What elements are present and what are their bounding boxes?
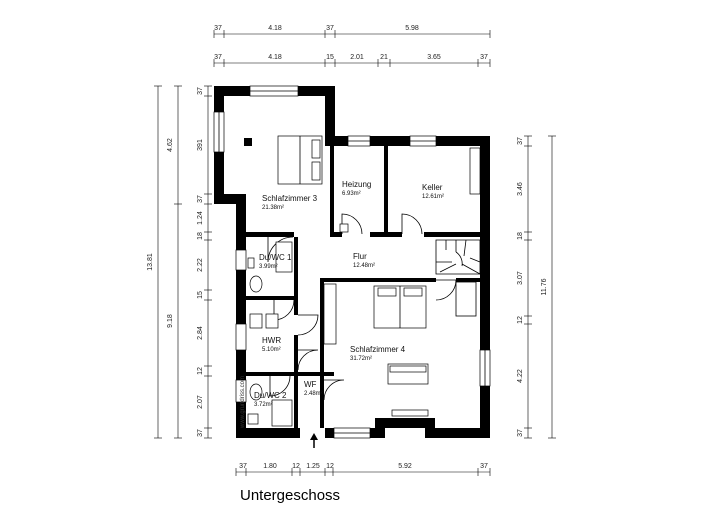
doors [267,213,457,401]
dim-label: 391 [197,139,204,151]
room-area: 5.10m² [262,347,281,353]
room-name: Du/WC 2 [254,391,287,400]
dim-label: 11.76 [541,278,548,295]
right-dimension-total: 11.76 [541,135,556,439]
room-name: HWR [262,336,281,345]
left-dimension-detail: 37 391 37 1.24 18 2.22 15 2.84 12 2.07 3… [197,85,212,439]
page-title: Untergeschoss [240,487,340,504]
dim-label: 18 [517,232,524,240]
windows [213,85,491,439]
dim-label: 2.22 [197,258,204,272]
room-labels: Schlafzimmer 3 21.38m² Heizung 6.93m² Ke… [254,180,444,408]
room-area: 31.72m² [350,356,372,362]
right-dimension-detail: 37 3.46 18 3.07 12 4.22 37 [517,135,532,439]
dim-label: 12 [326,463,334,470]
room-name: Keller [422,183,443,192]
dim-label: 1.24 [197,211,204,225]
room-area: 3.99m² [259,264,278,270]
dim-label: 4.18 [268,54,282,61]
dim-label: 37 [239,463,247,470]
room-name: Du/WC 1 [259,253,292,262]
dim-label: 37 [517,137,524,145]
room-area: 3.72m² [254,402,273,408]
dim-label: 2.01 [350,54,364,61]
room-area: 21.38m² [262,205,284,211]
dim-label: 37 [214,25,222,32]
dim-label: 4.62 [167,138,174,152]
left-dimension-total: 13.81 [147,85,162,439]
dim-label: 1.25 [306,463,320,470]
furniture [244,135,481,427]
top-dimension-row-1: 37 4.18 37 5.98 [213,25,491,38]
dim-label: 5.92 [398,463,412,470]
dim-label: 37 [197,87,204,95]
room-area: 12.48m² [353,263,375,269]
room-name: Schlafzimmer 4 [350,345,406,354]
room-name: Heizung [342,180,371,189]
room-name: WF [304,380,317,389]
dim-label: 2.84 [197,326,204,340]
dim-label: 37 [480,463,488,470]
dim-label: 12 [197,367,204,375]
dim-label: 37 [480,54,488,61]
top-dimension-row-2: 37 4.18 15 2.01 21 3.65 37 [213,54,491,67]
dim-label: 1.80 [263,463,277,470]
dim-label: 9.18 [167,314,174,328]
entrance-arrow-icon [310,433,318,448]
watermark: www.grundriss.com [240,376,246,429]
dim-label: 4.18 [268,25,282,32]
room-name: Flur [353,252,367,261]
dim-label: 5.98 [405,25,419,32]
stairs [435,239,481,317]
dim-label: 15 [197,291,204,299]
dim-label: 2.07 [197,395,204,409]
dim-label: 3.46 [517,182,524,196]
dim-label: 37 [214,54,222,61]
dim-label: 4.22 [517,369,524,383]
bottom-dimension-row: 37 1.80 12 1.25 12 5.92 37 [235,463,491,476]
dim-label: 12 [517,316,524,324]
left-dimension-mid: 4.62 9.18 [167,85,182,439]
dim-label: 37 [517,429,524,437]
dim-label: 37 [326,25,334,32]
dim-label: 15 [326,54,334,61]
dim-label: 37 [197,195,204,203]
dim-label: 21 [380,54,388,61]
room-area: 12.61m² [422,194,444,200]
dim-label: 3.65 [427,54,441,61]
dim-label: 18 [197,232,204,240]
dim-label: 12 [292,463,300,470]
dim-label: 37 [197,429,204,437]
room-area: 6.93m² [342,191,361,197]
room-name: Schlafzimmer 3 [262,194,318,203]
dim-label: 3.07 [517,271,524,285]
dim-label: 13.81 [147,253,154,271]
room-area: 2.48m² [304,391,323,397]
